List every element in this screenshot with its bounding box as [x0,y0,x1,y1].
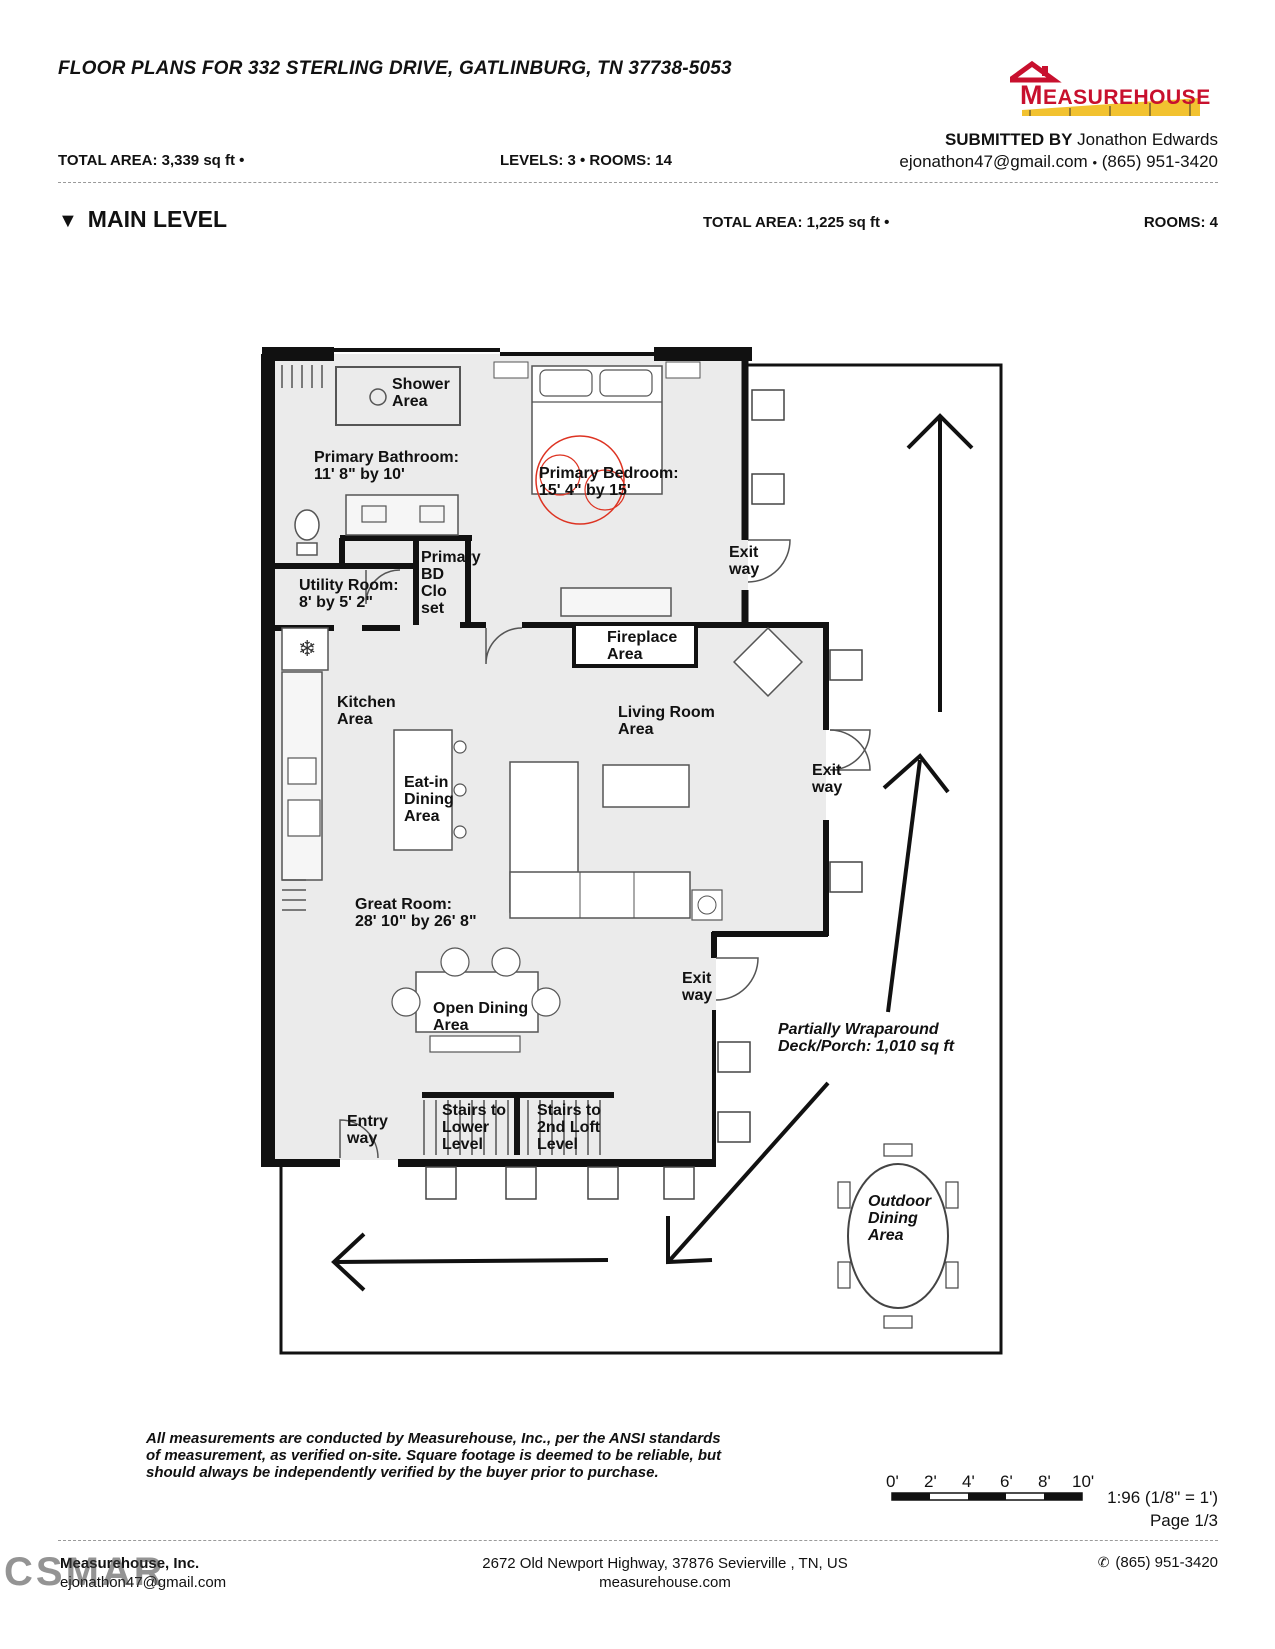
ceiling-fan-icon [535,435,625,525]
coffee-table-icon [602,764,690,808]
scale-tick-label: 2' [924,1472,937,1491]
dining-chair-icon [391,987,421,1017]
sink-icon [361,505,387,523]
bathroom-vanity [345,494,459,536]
submitter-contact: ejonathon47@gmail.com • (865) 951-3420 [899,152,1218,172]
collapse-triangle-icon[interactable]: ▼ [58,210,78,232]
toilet-tank [296,542,318,556]
primary-bath-label: Primary Bathroom:11' 8" by 10' [314,449,459,483]
deck-arrows [331,413,974,1292]
side-table-icon [691,889,723,921]
sink-icon [419,505,445,523]
submitter-phone[interactable]: (865) 951-3420 [1101,152,1218,171]
submitted-by: SUBMITTED BY Jonathon Edwards [944,130,1218,149]
submitter-email[interactable]: ejonathon47@gmail.com [899,152,1088,171]
scale-bar [891,1492,1083,1501]
footer-address: 2672 Old Newport Highway, 37876 Seviervi… [450,1554,880,1592]
company-website[interactable]: measurehouse.com [599,1574,731,1591]
scale-tick-label: 8' [1038,1472,1051,1491]
dining-chair-icon [531,987,561,1017]
sectional-icon [509,871,691,919]
footer-divider [58,1540,1218,1541]
refrigerator-icon [281,627,329,671]
dining-chair-icon [491,947,521,977]
stair-treads-bottom [423,1100,601,1155]
nightstand-icon [665,361,701,379]
snowflake-icon: ❄ [298,636,316,661]
header-divider [58,182,1218,183]
stair-treads-left [282,879,306,911]
dining-chair-icon [440,947,470,977]
fireplace-icon [572,622,698,668]
deck-chairs [425,389,863,1200]
footer-company: Measurehouse, Inc. ejonathon47@gmail.com [60,1554,226,1592]
dining-table-icon [415,971,539,1033]
company-email[interactable]: ejonathon47@gmail.com [60,1574,227,1591]
scale-tick-label: 0' [886,1472,899,1491]
door-swings [339,539,871,1159]
outdoor-table-icon [847,1163,949,1309]
total-area: TOTAL AREA: 3,339 sq ft • [58,152,245,169]
great-room-label: Great Room:28' 10" by 26' 8" [355,896,477,930]
shower-drain-icon [369,388,387,406]
phone-icon: ✆ [1097,1554,1110,1570]
stool-icon [453,783,467,797]
level-rooms: ROOMS: 4 [1143,214,1218,231]
toilet-icon [294,509,320,541]
scale-ratio: 1:96 (1/8" = 1') [1107,1488,1218,1507]
logo-graphic [1002,60,1200,116]
levels-rooms: LEVELS: 3 • ROOMS: 14 [500,152,672,169]
scale-tick-label: 6' [1000,1472,1013,1491]
interior-floor [272,354,826,1160]
armchair-icon [732,626,804,698]
logo-wordmark: MEASUREHOUSE [1020,80,1211,110]
level-total-area: TOTAL AREA: 1,225 sq ft • [703,214,890,231]
page-title: FLOOR PLANS FOR 332 STERLING DRIVE, GATL… [58,58,732,79]
outdoor-chairs [837,1143,959,1329]
stool-icon [453,740,467,754]
dresser-icon [560,587,672,617]
scale-tick-label: 10' [1072,1472,1095,1491]
pillow-icon [539,369,593,397]
company-address: 2672 Old Newport Highway, 37876 Seviervi… [482,1555,848,1572]
separator: • [1092,155,1097,170]
kitchen-sink-icon [287,757,317,785]
watermark-text: CSMAR [4,1550,166,1594]
footer-phone[interactable]: ✆(865) 951-3420 [1097,1554,1218,1571]
nightstand-icon [493,361,529,379]
measurehouse-logo [1002,58,1215,124]
page-number: Page 1/3 [1149,1511,1218,1530]
kitchen-island [393,729,453,851]
shower-pan [335,366,461,426]
disclaimer: All measurements are conducted by Measur… [146,1430,722,1481]
company-name: Measurehouse, Inc. [60,1555,200,1572]
dining-bench-icon [429,1035,521,1053]
pillow-icon [599,369,653,397]
stool-icon [453,825,467,839]
scale-tick-label: 4' [962,1472,975,1491]
primary-bed-label: Primary Bedroom:15' 4" by 15' [539,465,679,499]
utility-label: Utility Room:8' by 5' 2" [299,577,399,611]
stove-icon [287,799,321,837]
stair-treads-top [281,365,323,388]
level-heading[interactable]: ▼MAIN LEVEL [58,206,228,232]
